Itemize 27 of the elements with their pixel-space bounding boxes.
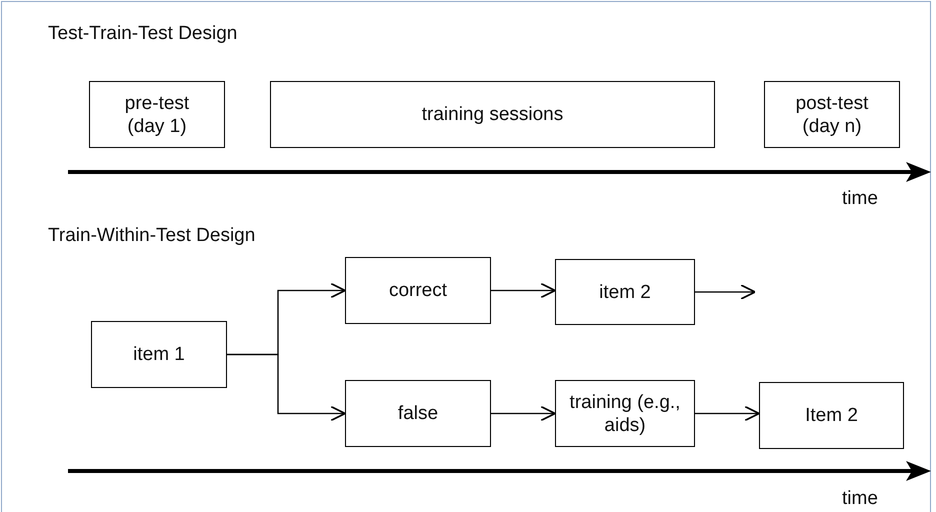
box-label: correct [388,279,448,302]
box-label: post-test (day n) [794,92,870,138]
process-box [345,380,491,447]
process-box [270,81,715,148]
process-box [89,81,225,148]
box-label: training sessions [422,103,564,126]
box-label: item 2 [599,280,651,304]
arrow [227,354,346,422]
process-box [345,257,491,324]
process-box [764,81,900,148]
section-heading: Test-Train-Test Design [48,23,238,45]
arrow [491,406,556,422]
axis-label: time [842,488,878,510]
arrow [491,282,556,298]
axis-label: time [842,188,878,210]
box-label: pre-test (day 1) [124,92,190,138]
box-label: false [398,402,438,425]
box-label: Item 2 [805,404,858,427]
arrow [695,406,760,422]
process-box [759,382,904,449]
section-heading: Train-Within-Test Design [48,225,256,247]
process-box [555,259,695,325]
process-box [91,321,227,388]
box-label: item 1 [133,343,185,366]
arrow [695,284,756,300]
box-label: training (e.g., aids) [568,390,682,436]
process-box [555,380,695,447]
